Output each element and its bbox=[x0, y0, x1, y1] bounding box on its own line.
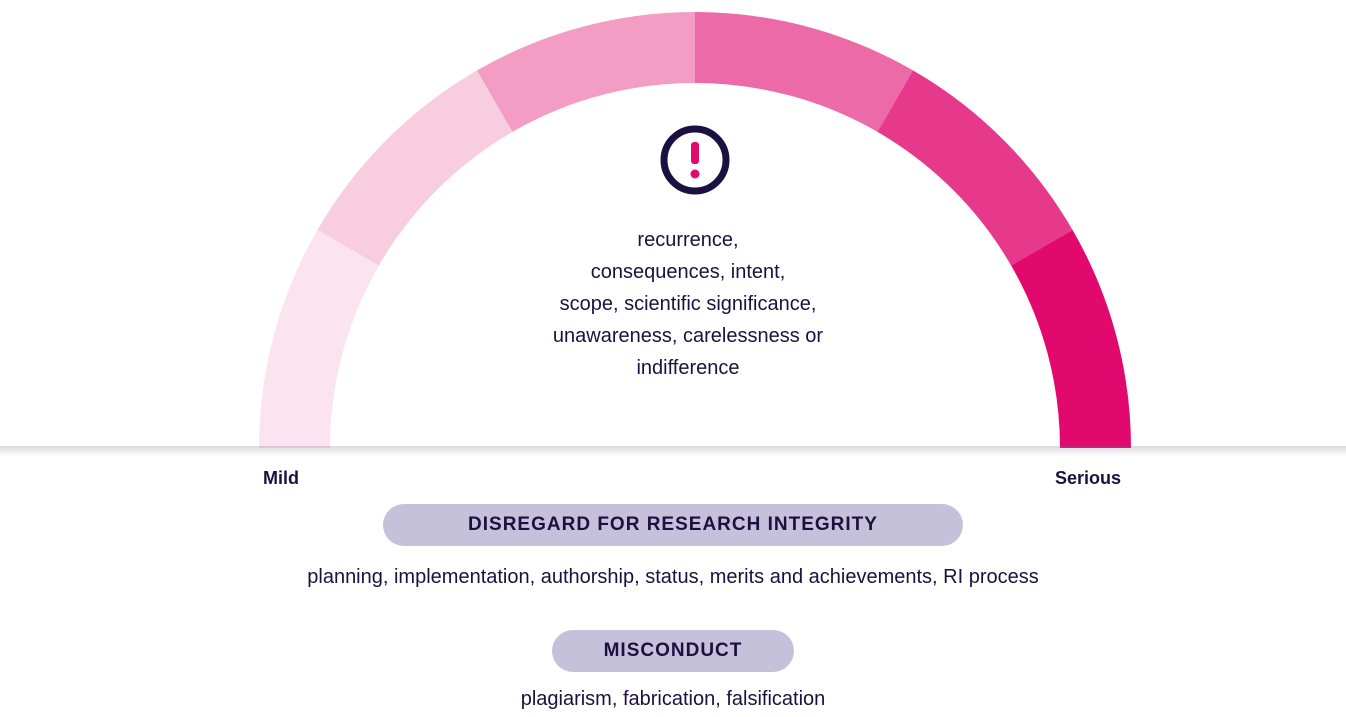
gauge-segment bbox=[877, 70, 1073, 266]
serious-label: Serious bbox=[1055, 468, 1122, 488]
gauge-segment bbox=[259, 230, 379, 448]
gauge-segment bbox=[317, 70, 513, 266]
factor-line: scope, scientific significance, bbox=[559, 293, 817, 315]
factor-line: indifference bbox=[636, 357, 740, 379]
gauge-segment bbox=[1011, 230, 1131, 448]
disregard-pill: DISREGARD FOR RESEARCH INTEGRITY bbox=[383, 504, 963, 546]
severity-factors: recurrence, consequences, intent, scope,… bbox=[473, 224, 903, 384]
severity-gauge bbox=[259, 12, 1131, 448]
misconduct-description: plagiarism, fabrication, falsification bbox=[520, 688, 826, 710]
factor-line: unawareness, carelessness or bbox=[552, 325, 824, 347]
factor-line: consequences, intent, bbox=[590, 261, 786, 283]
factor-line: recurrence, bbox=[637, 229, 739, 251]
gauge-segment bbox=[477, 12, 695, 132]
gauge-segment bbox=[695, 12, 913, 132]
mild-label: Mild bbox=[263, 468, 299, 488]
disregard-description: planning, implementation, authorship, st… bbox=[307, 566, 1039, 588]
misconduct-pill: MISCONDUCT bbox=[552, 630, 794, 672]
gauge-baseline bbox=[0, 446, 1346, 456]
exclamation-circle-icon bbox=[660, 125, 730, 195]
gauge-segments bbox=[259, 12, 1131, 448]
